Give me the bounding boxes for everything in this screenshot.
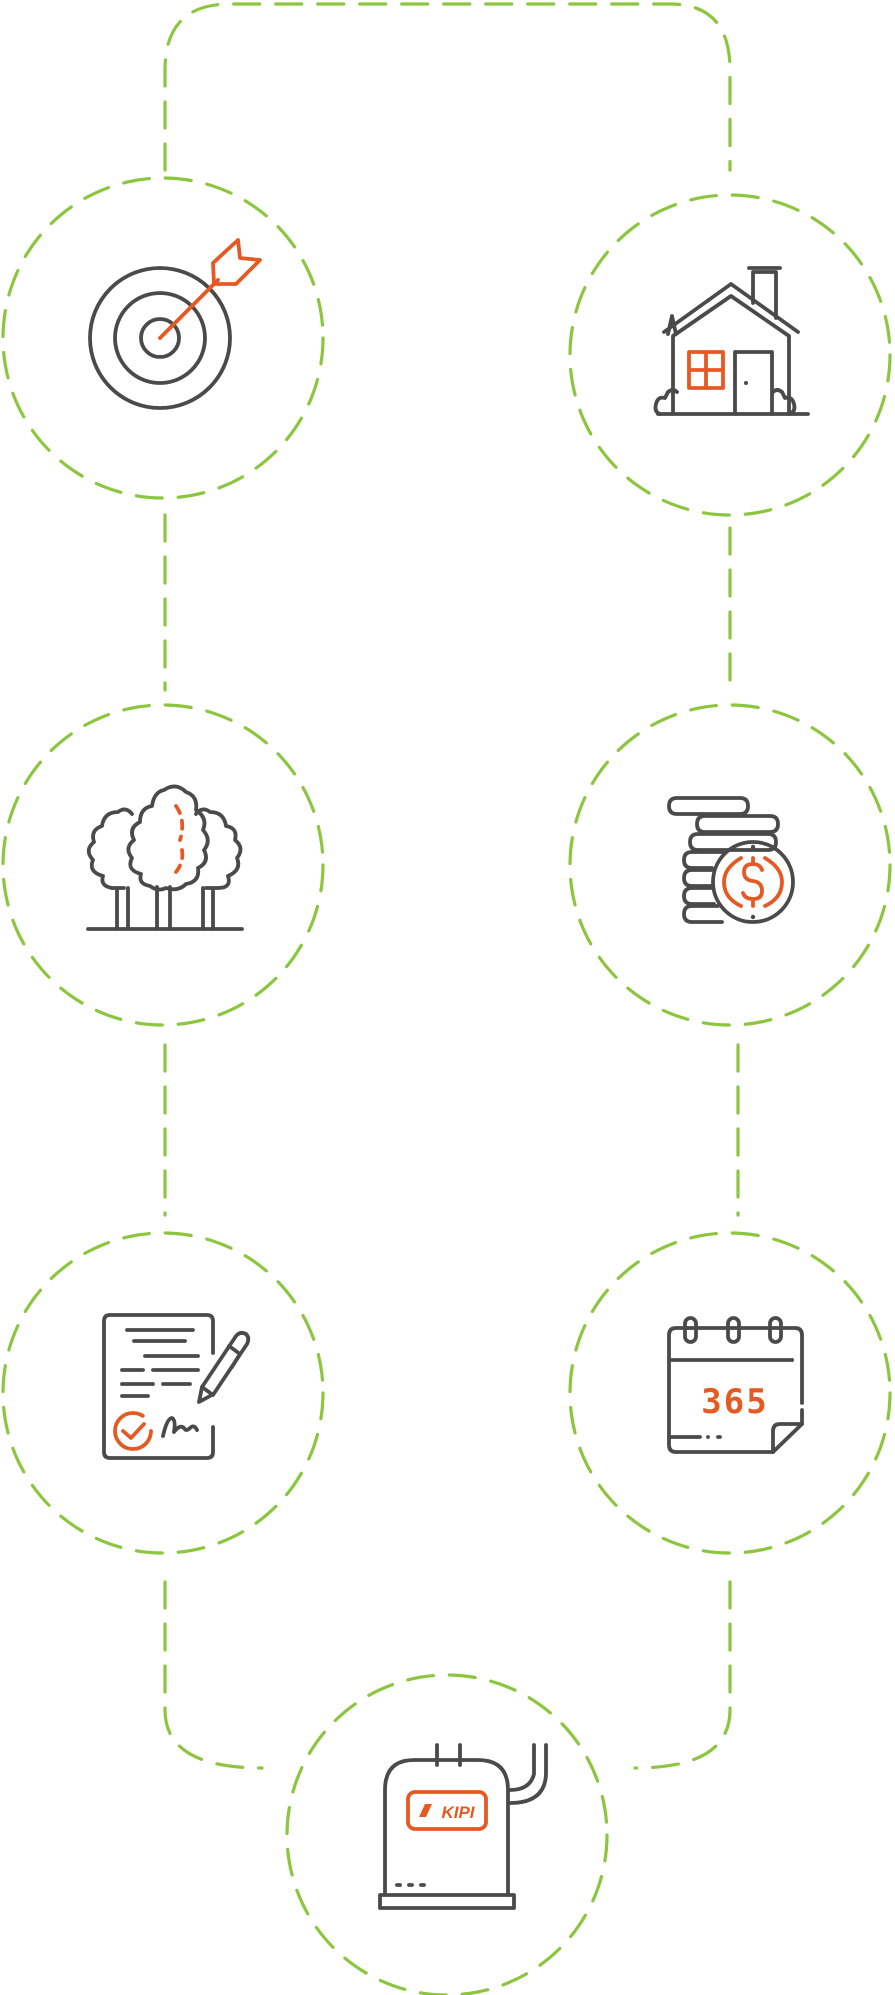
target-icon <box>88 238 262 410</box>
step-circle-target <box>1 176 325 500</box>
step-circle-coins <box>568 703 892 1027</box>
step-circles <box>1 176 892 1995</box>
bottom-right-connector <box>633 1580 732 1770</box>
kipi-boiler-icon: KIPI <box>378 1743 548 1910</box>
step-circle-calendar <box>568 1231 892 1555</box>
bottom-left-connector <box>163 1580 264 1770</box>
connector-lines <box>163 2 740 1770</box>
step-circle-contract <box>1 1231 325 1555</box>
trees-icon <box>86 784 244 931</box>
kipi-brand-text: KIPI <box>441 1803 475 1822</box>
contract-signing-icon <box>102 1313 251 1460</box>
coins-icon <box>667 796 795 924</box>
kipi-logo-mark <box>419 1804 432 1817</box>
step-circle-trees <box>1 703 325 1027</box>
calendar-icon: 365 <box>667 1316 804 1454</box>
house-icon <box>653 266 810 416</box>
step-circle-house <box>568 193 892 517</box>
top-loop-connector <box>163 2 732 172</box>
step-circle-boiler <box>285 1673 609 1995</box>
calendar-number: 365 <box>701 1382 768 1422</box>
